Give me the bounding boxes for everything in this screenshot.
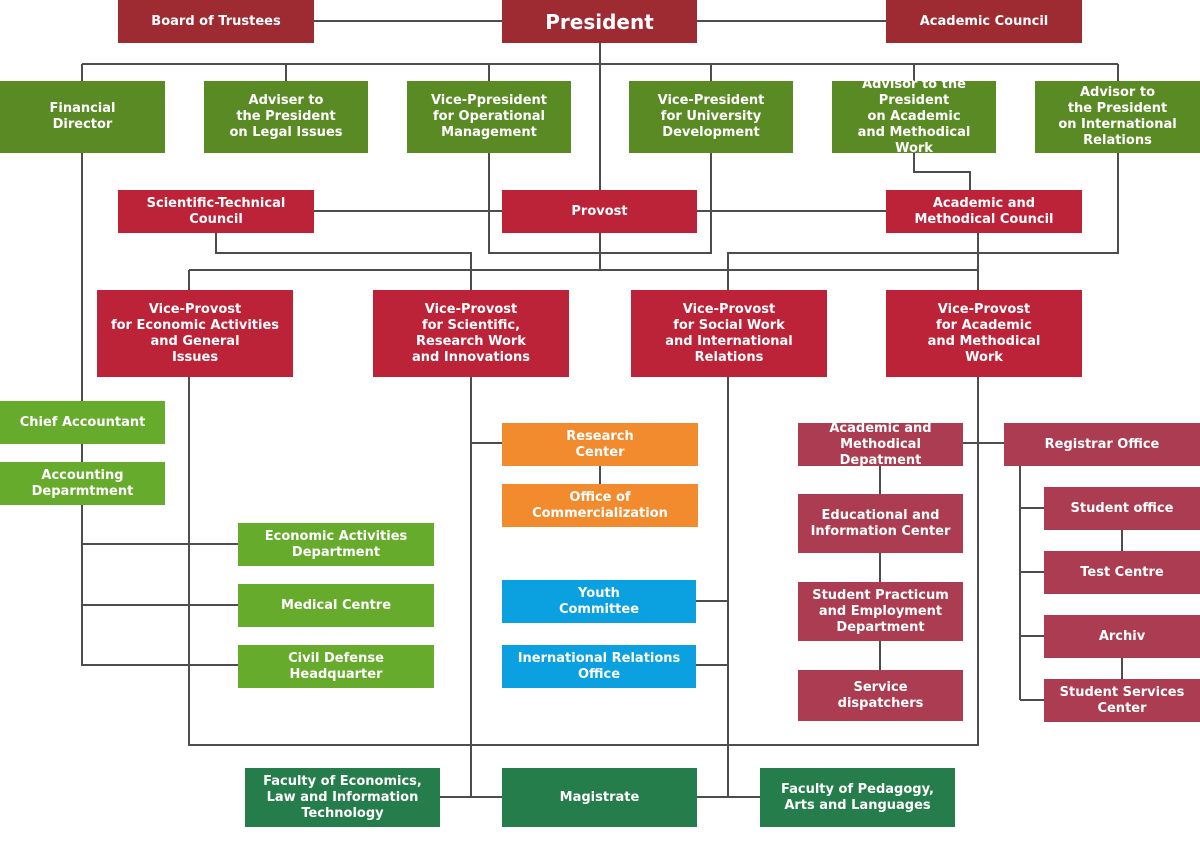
chief-accountant-box: Chief Accountant [0, 401, 165, 444]
acad-method-council-box: Academic and Methodical Council [886, 190, 1082, 233]
advisor-academic-box: Advisor to the President on Academic and… [832, 77, 996, 156]
test-centre-box: Test Centre [1044, 551, 1200, 594]
vprov-social-box: Vice-Provost for Social Work and Interna… [631, 290, 827, 377]
sci-tech-council-box: Scientific-Technical Council [118, 190, 314, 233]
provost-box: Provost [502, 190, 697, 233]
accounting-department-box: Accounting Deparmtment [0, 462, 165, 505]
vp-development-box: Vice-President for University Developmen… [629, 81, 793, 153]
legal-adviser-box: Adviser to the President on Legal Issues [204, 81, 368, 153]
archiv-box: Archiv [1044, 615, 1200, 658]
president-box: President [502, 0, 697, 43]
advisor-international-box: Advisor to the President on Internationa… [1035, 81, 1200, 153]
civil-defense-box: Civil Defense Headquarter [238, 645, 434, 688]
magistrate-box: Magistrate [502, 768, 697, 827]
economic-activities-department-box: Economic Activities Department [238, 523, 434, 566]
service-dispatchers-box: Service dispatchers [798, 670, 963, 721]
registrar-office-box: Registrar Office [1004, 423, 1200, 466]
academic-methodical-department-box: Academic and Methodical Depatment [798, 421, 963, 468]
research-center-box: Research Center [502, 423, 698, 466]
academic-council-box: Academic Council [886, 0, 1082, 43]
medical-centre-box: Medical Centre [238, 584, 434, 627]
educational-information-center-box: Educational and Information Center [798, 494, 963, 553]
student-office-box: Student office [1044, 487, 1200, 530]
financial-director-box: Financial Director [0, 81, 165, 153]
student-practicum-box: Student Practicum and Employment Departm… [798, 582, 963, 641]
vprov-economic-box: Vice-Provost for Economic Activities and… [97, 290, 293, 377]
faculty-economics-box: Faculty of Economics, Law and Informatio… [245, 768, 440, 827]
vp-operational-box: Vice-Ppresident for Operational Manageme… [407, 81, 571, 153]
office-of-commercialization-box: Office of Commercialization [502, 484, 698, 527]
faculty-pedagogy-box: Faculty of Pedagogy, Arts and Languages [760, 768, 955, 827]
board-of-trustees-box: Board of Trustees [118, 0, 314, 43]
international-relations-office-box: Inernational Relations Office [502, 645, 696, 688]
youth-committee-box: Youth Committee [502, 580, 696, 623]
vprov-scientific-box: Vice-Provost for Scientific, Research Wo… [373, 290, 569, 377]
vprov-academic-box: Vice-Provost for Academic and Methodical… [886, 290, 1082, 377]
student-services-center-box: Student Services Center [1044, 679, 1200, 722]
